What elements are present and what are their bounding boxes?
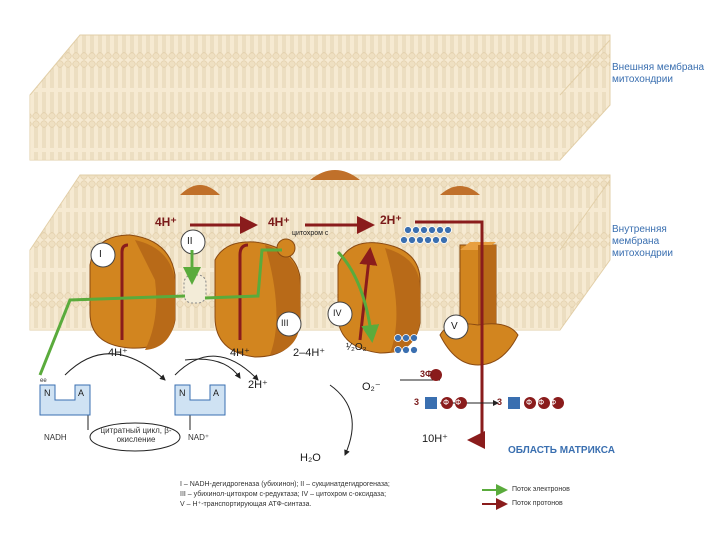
o2-minus-label: O₂⁻: [362, 381, 381, 393]
membrane-proteins: [180, 170, 480, 195]
a-right: A: [213, 388, 220, 398]
atp-b-num: 3: [497, 397, 503, 407]
phi3-label: 3Ф: [420, 369, 433, 379]
matrix-label: ОБЛАСТЬ МАТРИКСА: [508, 445, 615, 456]
nadh-label: NADH: [44, 433, 67, 442]
phi-b: ФФФ: [526, 398, 563, 407]
h-mid: 2H⁺: [248, 379, 268, 391]
krebs-ellipse: [89, 422, 181, 452]
a-left: A: [78, 388, 85, 398]
legend-electron: Поток электронов: [512, 486, 570, 493]
atp-a-num: 3: [414, 397, 420, 407]
n-right: N: [179, 388, 186, 398]
complex-ii-label: II: [187, 236, 193, 247]
legend-line-3: V – H⁺-транспортирующая АТФ-синтаза.: [180, 501, 312, 508]
h-top-3: 2H⁺: [380, 213, 402, 227]
small-e-label: ее: [40, 378, 47, 384]
electron-flow: [38, 248, 380, 376]
cytochrome-c-label: цитохром с: [292, 230, 329, 237]
nad-label: NAD⁺: [188, 433, 210, 442]
enzyme-box-left: [39, 384, 91, 416]
h-bottom-2: 4H⁺: [230, 347, 250, 359]
h-matrix: 10H⁺: [422, 433, 448, 445]
h-top-2: 4H⁺: [268, 215, 290, 229]
complex-v: [439, 242, 519, 366]
h-bottom-1: 4H⁺: [108, 347, 128, 359]
enzyme-box-right: [174, 384, 226, 416]
outer-membrane: [29, 34, 611, 161]
legend-proton: Поток протонов: [512, 500, 563, 507]
atp-icons: [425, 369, 564, 409]
complex-v-label: V: [451, 321, 458, 332]
o2-label: ¹⁄₂O₂: [346, 342, 367, 353]
complex-iv: [327, 242, 421, 354]
complex-iv-label: IV: [333, 308, 342, 318]
proton-dots: [394, 226, 452, 354]
h2o-label: H₂O: [300, 452, 321, 464]
krebs-label: цитратный цикл, β-окисление: [100, 426, 172, 444]
inner-membrane-label: Внутренняя мембрана митохондрии: [612, 224, 673, 259]
h-bottom-3: 2–4H⁺: [293, 347, 326, 359]
complex-i: [89, 234, 176, 350]
complex-iii: [214, 238, 302, 358]
phi-a: ФФ: [443, 398, 468, 407]
n-left: N: [44, 388, 51, 398]
complex-i-label: I: [99, 249, 102, 260]
complex-iii-label: III: [281, 318, 289, 328]
legend-text: I – NADH-дегидрогеназа (убихинон); II – …: [180, 480, 390, 510]
legend-line-2: III – убихинол-цитохром с-редуктаза; IV …: [180, 491, 387, 498]
legend-line-1: I – NADH-дегидрогеназа (убихинон); II – …: [180, 481, 390, 488]
outer-membrane-label: Внешняя мембрана митохондрии: [612, 62, 705, 85]
h-top-1: 4H⁺: [155, 215, 177, 229]
